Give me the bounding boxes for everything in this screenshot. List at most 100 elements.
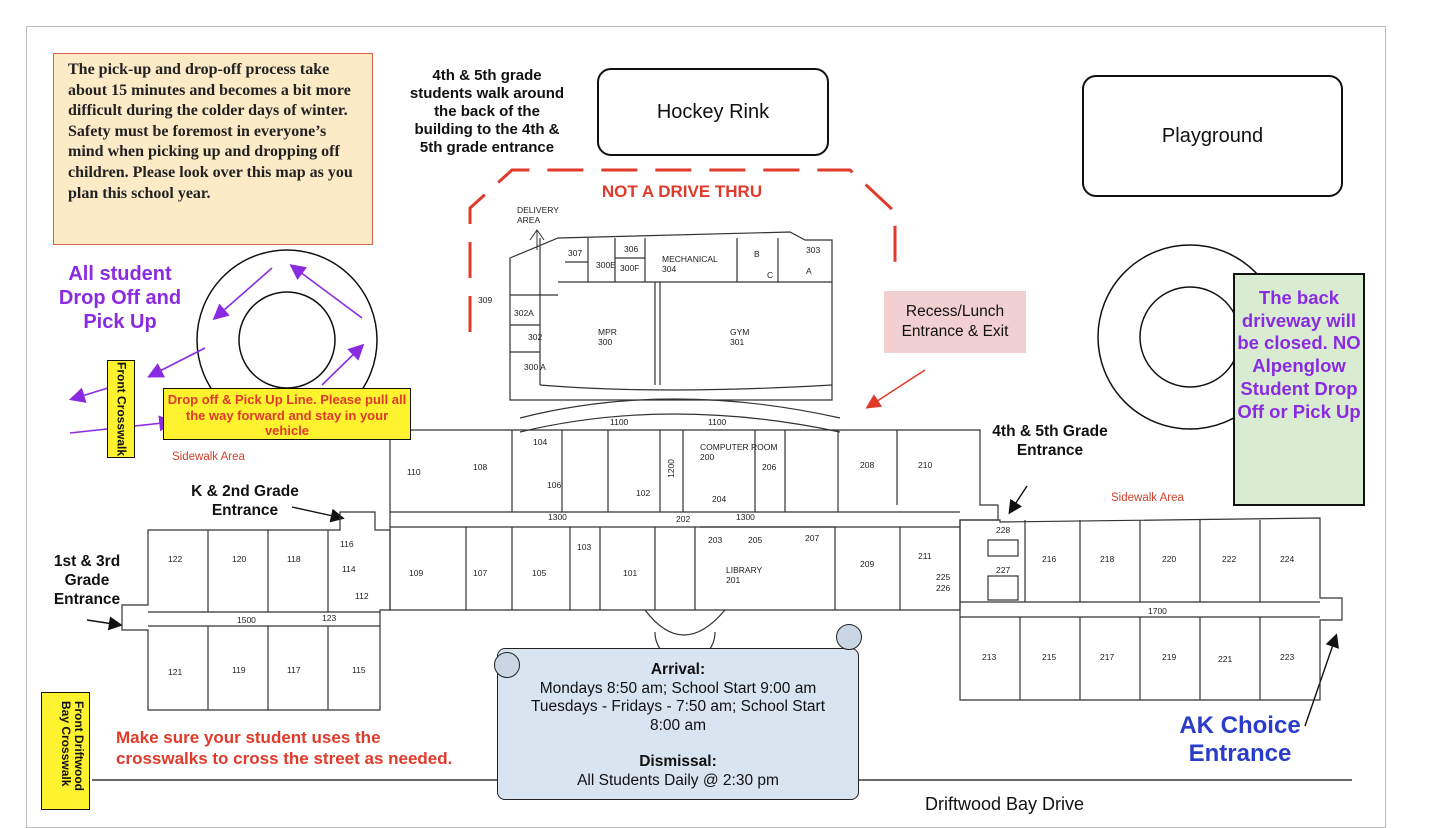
room-101: 101 [623, 568, 637, 578]
arrival-mondays: Mondays 8:50 am; School Start 9:00 am [539, 679, 817, 697]
room-209: 209 [860, 559, 874, 569]
room-110: 110 [407, 467, 421, 477]
room-114: 114 [342, 564, 356, 574]
room-115: 115 [352, 665, 366, 675]
sidewalk-area-left: Sidewalk Area [172, 451, 245, 463]
room-205: 205 [748, 535, 762, 545]
street-name: Driftwood Bay Drive [925, 794, 1085, 814]
playground: Playground [1082, 75, 1343, 197]
front-crosswalk: Front Crosswalk [107, 360, 135, 458]
room-211: 211 [918, 551, 932, 561]
crosswalk-reminder: Make sure your student uses the crosswal… [116, 728, 453, 768]
room-221: 221 [1218, 654, 1232, 664]
room-106: 106 [547, 480, 561, 490]
room-226: 226 [936, 583, 950, 593]
room-300a: 300 A [524, 362, 546, 372]
room-108: 108 [473, 462, 487, 472]
room-210: 210 [918, 460, 932, 470]
dismissal-heading: Dismissal: [639, 753, 717, 770]
room-227: 227 [996, 565, 1010, 575]
room-c: C [767, 270, 773, 280]
driftwood-crosswalk: Front Driftwood Bay Crosswalk [41, 692, 90, 810]
room-107: 107 [473, 568, 487, 578]
sidewalk-area-right: Sidewalk Area [1111, 492, 1184, 504]
room-b: B [754, 249, 760, 259]
k2-entrance-label: K & 2nd Grade Entrance [191, 483, 299, 519]
room-207: 207 [805, 533, 819, 543]
corridor-1100-a: 1100 [610, 417, 629, 427]
room-302: 302 [528, 332, 542, 342]
corridor-1200: 1200 [666, 459, 676, 478]
room-122: 122 [168, 554, 182, 564]
room-103: 103 [577, 542, 591, 552]
scroll-curl-left [494, 652, 520, 678]
room-307: 307 [568, 248, 582, 258]
room-228: 228 [996, 525, 1010, 535]
room-302a: 302A [514, 308, 534, 318]
grade45-entrance-label: 4th & 5th Grade Entrance [992, 423, 1108, 459]
room-217: 217 [1100, 652, 1114, 662]
arrival-heading: Arrival: [650, 661, 706, 678]
room-300e: 300E [596, 260, 616, 270]
room-204: 204 [712, 494, 726, 504]
room-117: 117 [287, 665, 301, 675]
drop-off-arrows [68, 264, 365, 434]
room-109: 109 [409, 568, 423, 578]
room-215: 215 [1042, 652, 1056, 662]
room-223: 223 [1280, 652, 1294, 662]
pickup-info-note: The pick-up and drop-off process take ab… [53, 53, 373, 245]
recess-arrow [865, 369, 926, 409]
room-105: 105 [532, 568, 546, 578]
room-112: 112 [355, 591, 369, 601]
room-300f: 300F [620, 263, 639, 273]
room-213: 213 [982, 652, 996, 662]
corridor-1300-b: 1300 [736, 512, 755, 522]
corridor-123: 123 [322, 613, 336, 623]
room-208: 208 [860, 460, 874, 470]
room-222: 222 [1222, 554, 1236, 564]
room-206: 206 [762, 462, 776, 472]
room-119: 119 [232, 665, 246, 675]
room-306: 306 [624, 244, 638, 254]
corridor-202: 202 [676, 514, 690, 524]
dismissal-time: All Students Daily @ 2:30 pm [577, 771, 779, 789]
not-drive-thru-label: NOT A DRIVE THRU [601, 182, 763, 201]
corridor-1700: 1700 [1148, 606, 1167, 616]
room-118: 118 [287, 554, 301, 564]
grade13-entrance-label: 1st & 3rd Grade Entrance [53, 553, 121, 608]
room-218: 218 [1100, 554, 1114, 564]
drop-line-sign: Drop off & Pick Up Line. Please pull all… [163, 388, 411, 440]
room-225: 225 [936, 572, 950, 582]
corridor-1300-a: 1300 [548, 512, 567, 522]
room-121: 121 [168, 667, 182, 677]
room-102: 102 [636, 488, 650, 498]
no-drive-boundary [468, 168, 897, 332]
hockey-rink: Hockey Rink [597, 68, 829, 156]
walk-around-note: 4th & 5th grade students walk around the… [409, 67, 565, 156]
corridor-1100-b: 1100 [708, 417, 727, 427]
room-303: 303 [806, 245, 820, 255]
recess-lunch-entrance: Recess/Lunch Entrance & Exit [884, 291, 1026, 353]
room-203: 203 [708, 535, 722, 545]
room-219: 219 [1162, 652, 1176, 662]
drop-off-label: All student Drop Off and Pick Up [58, 263, 182, 333]
schedule-scroll: Arrival: Mondays 8:50 am; School Start 9… [497, 648, 859, 800]
room-224: 224 [1280, 554, 1294, 564]
building-floorplan [121, 231, 1343, 711]
arrival-tue-fri: Tuesdays - Fridays - 7:50 am; School Sta… [530, 698, 826, 734]
room-a: A [806, 266, 812, 276]
room-120: 120 [232, 554, 246, 564]
scroll-curl-right [836, 624, 862, 650]
corridor-1500: 1500 [237, 615, 256, 625]
room-309: 309 [478, 295, 492, 305]
room-104: 104 [533, 437, 547, 447]
room-116: 116 [340, 539, 354, 549]
room-216: 216 [1042, 554, 1056, 564]
